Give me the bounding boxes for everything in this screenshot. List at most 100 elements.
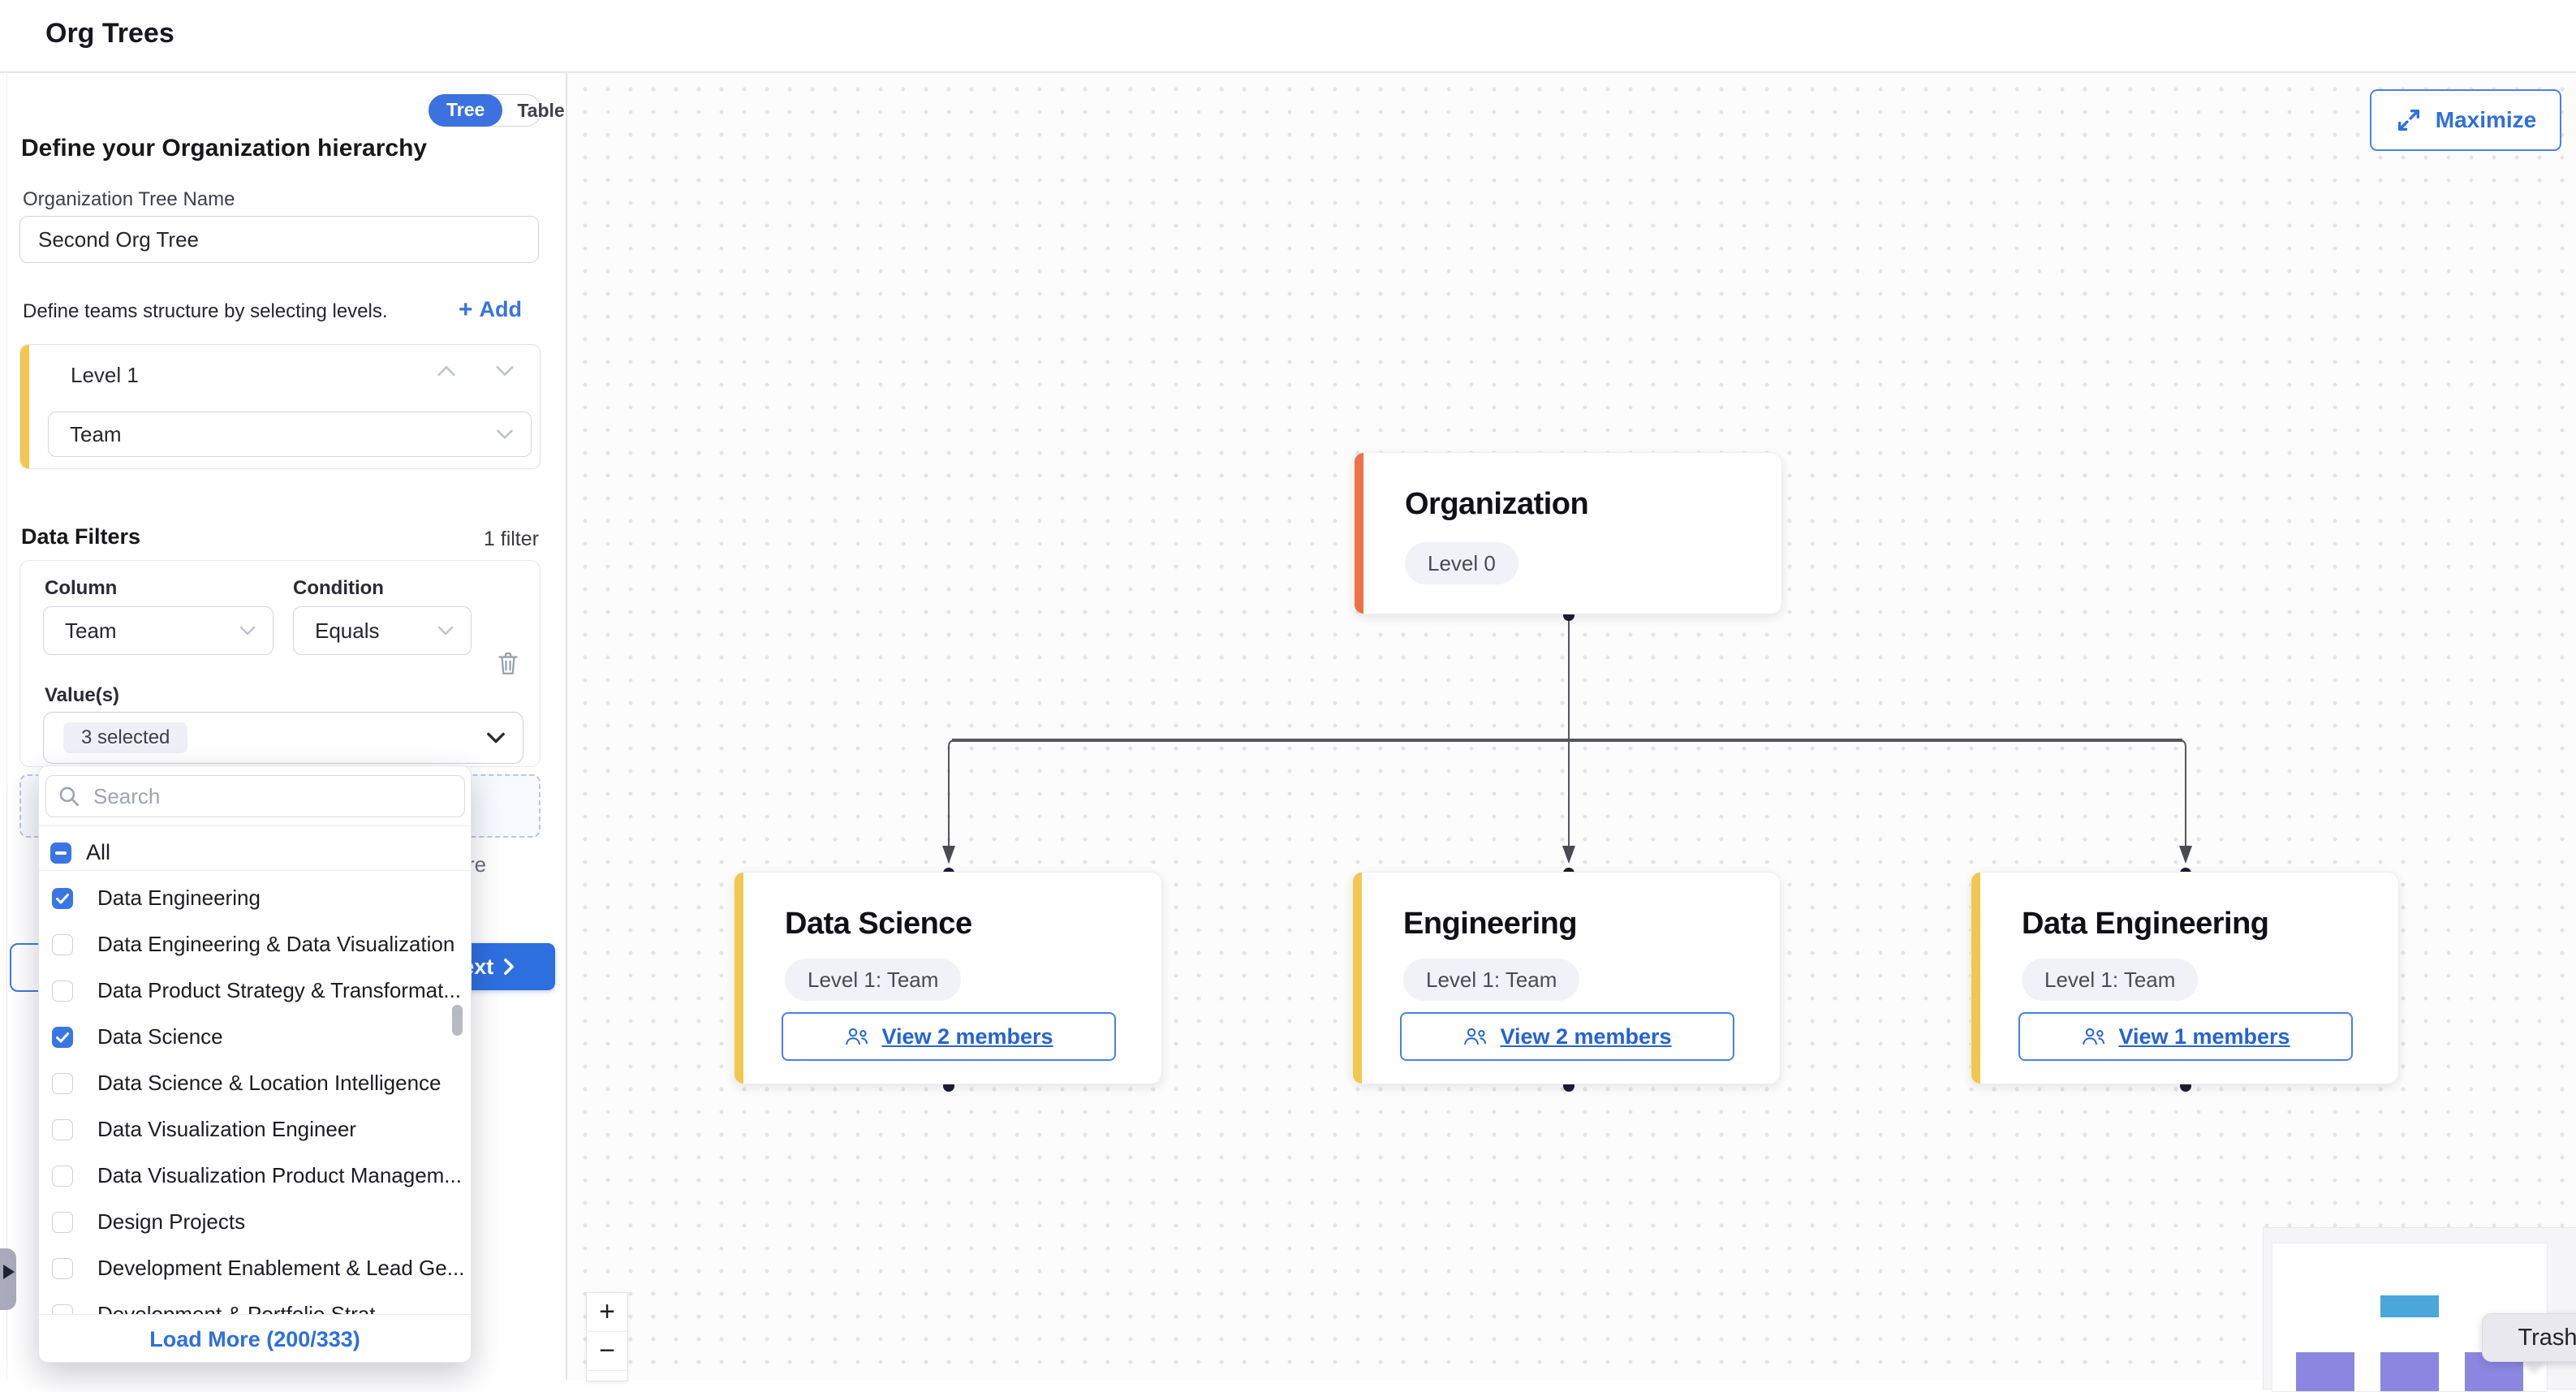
load-more-button[interactable]: Load More (200/333) — [39, 1314, 471, 1364]
view-members-button[interactable]: View 2 members — [1400, 1012, 1734, 1061]
node-accent-bar — [734, 873, 743, 1084]
minimap-child-node — [2296, 1352, 2354, 1391]
filter-card: Column Condition Team Equals Value(s) 3 … — [19, 560, 541, 767]
view-members-label: View 1 members — [2118, 1024, 2290, 1049]
option-row[interactable]: Development Enablement & Lead Ge... — [39, 1245, 464, 1291]
dropdown-search[interactable] — [45, 775, 465, 817]
checkbox-unchecked[interactable] — [52, 1211, 73, 1233]
column-select[interactable]: Team — [43, 606, 274, 655]
maximize-button[interactable]: Maximize — [2370, 89, 2561, 151]
data-filters-heading: Data Filters — [21, 524, 141, 549]
option-row[interactable]: Data Science — [39, 1014, 462, 1060]
condition-select[interactable]: Equals — [293, 606, 472, 655]
column-label: Column — [45, 577, 118, 599]
tree-name-label: Organization Tree Name — [23, 188, 235, 210]
values-select[interactable]: 3 selected — [43, 712, 523, 764]
org-node-child[interactable]: Data Science Level 1: Team View 2 member… — [734, 872, 1162, 1084]
chevron-right-icon — [504, 958, 515, 976]
toggle-table[interactable]: Table — [517, 99, 565, 121]
option-row[interactable]: Data Engineering & Data Visualization — [39, 921, 462, 968]
select-all-label: All — [86, 840, 111, 864]
checkbox-unchecked[interactable] — [52, 1257, 73, 1279]
node-title: Organization — [1405, 487, 1589, 521]
level-accent-bar — [20, 345, 29, 468]
add-level-button[interactable]: + Add — [459, 297, 522, 322]
options-list[interactable]: Data Engineering Data Engineering & Data… — [39, 875, 471, 1314]
sidebar-expand-handle[interactable] — [0, 1248, 16, 1310]
app-header — [0, 0, 2576, 73]
filter-count: 1 filter — [483, 528, 539, 550]
level-type-select[interactable]: Team — [48, 412, 532, 457]
level-title: Level 1 — [71, 363, 139, 387]
level-type-value: Team — [70, 421, 122, 446]
node-accent-bar — [1355, 453, 1363, 614]
checkbox-unchecked[interactable] — [52, 980, 73, 1002]
search-icon — [59, 787, 80, 807]
zoom-controls: + − — [586, 1292, 628, 1381]
divider — [39, 825, 471, 826]
checkbox-unchecked[interactable] — [52, 933, 73, 955]
toggle-tree[interactable]: Tree — [429, 93, 503, 127]
tree-name-input[interactable] — [19, 216, 539, 263]
truncated-caption: re — [467, 852, 487, 877]
scrollbar-thumb[interactable] — [452, 1005, 463, 1036]
org-node-child[interactable]: Data Engineering Level 1: Team View 1 me… — [1971, 872, 2399, 1084]
option-label: Data Engineering — [97, 886, 261, 910]
zoom-in-button[interactable]: + — [587, 1293, 627, 1332]
chevron-down-icon — [485, 731, 506, 744]
delete-filter-icon[interactable] — [496, 649, 520, 682]
chevron-up-icon[interactable] — [436, 364, 457, 381]
node-title: Data Engineering — [2022, 907, 2269, 941]
option-row[interactable]: Data Engineering — [39, 875, 462, 921]
node-accent-bar — [1971, 873, 1980, 1084]
option-label: Data Science — [97, 1024, 223, 1049]
node-level-badge: Level 0 — [1405, 542, 1518, 584]
values-dropdown: All Data Engineering Data Engineering & … — [38, 765, 472, 1363]
option-label: Data Engineering & Data Visualization — [97, 932, 455, 956]
flow-canvas[interactable]: Organization Level 0 Data Science Level … — [567, 73, 2576, 1380]
column-value: Team — [65, 618, 117, 643]
checkbox-unchecked[interactable] — [52, 1118, 73, 1140]
values-label: Value(s) — [45, 684, 120, 706]
trash-tooltip: Trash — [2482, 1313, 2576, 1362]
add-label: Add — [479, 297, 523, 321]
checkbox-checked[interactable] — [52, 887, 73, 909]
maximize-icon — [2397, 109, 2419, 131]
expand-arrow-icon — [3, 1265, 15, 1279]
checkbox-checked[interactable] — [52, 1026, 73, 1048]
checkbox-unchecked[interactable] — [52, 1165, 73, 1187]
option-row[interactable]: Data Visualization Engineer — [39, 1106, 462, 1153]
chevron-down-icon[interactable] — [494, 364, 515, 381]
option-row[interactable]: Data Visualization Product Managem... — [39, 1153, 462, 1199]
fit-view-button[interactable] — [587, 1371, 627, 1381]
option-row[interactable]: Development & Portfolio Strat... — [39, 1291, 462, 1314]
view-members-button[interactable]: View 1 members — [2018, 1012, 2353, 1061]
levels-hint: Define teams structure by selecting leve… — [23, 300, 388, 322]
option-label: Data Visualization Engineer — [97, 1117, 356, 1141]
option-label: Data Visualization Product Managem... — [97, 1163, 462, 1187]
node-level-badge: Level 1: Team — [1403, 959, 1580, 1001]
option-label: Design Projects — [97, 1209, 246, 1234]
select-all-row[interactable]: All — [39, 830, 460, 876]
condition-label: Condition — [293, 577, 384, 599]
plus-icon: + — [459, 295, 473, 323]
search-input[interactable] — [92, 782, 403, 810]
maximize-label: Maximize — [2435, 107, 2537, 132]
checkbox-unchecked[interactable] — [52, 1304, 73, 1314]
view-toggle: Tree Table — [429, 93, 565, 127]
condition-value: Equals — [315, 618, 380, 643]
zoom-out-button[interactable]: − — [587, 1332, 627, 1371]
selected-count-chip: 3 selected — [63, 722, 188, 753]
org-node-child[interactable]: Engineering Level 1: Team View 2 members — [1352, 872, 1781, 1084]
select-all-checkbox[interactable] — [50, 842, 71, 864]
option-row[interactable]: Data Science & Location Intelligence — [39, 1060, 462, 1106]
org-node-root[interactable]: Organization Level 0 — [1354, 452, 1782, 614]
level-card: Level 1 Team — [19, 344, 541, 469]
tree-edges — [942, 610, 2192, 1092]
view-members-button[interactable]: View 2 members — [782, 1012, 1116, 1061]
option-row[interactable]: Data Product Strategy & Transformat... — [39, 968, 462, 1014]
members-icon — [846, 1028, 868, 1045]
view-members-label: View 2 members — [881, 1024, 1053, 1049]
option-row[interactable]: Design Projects — [39, 1199, 462, 1245]
checkbox-unchecked[interactable] — [52, 1072, 73, 1094]
